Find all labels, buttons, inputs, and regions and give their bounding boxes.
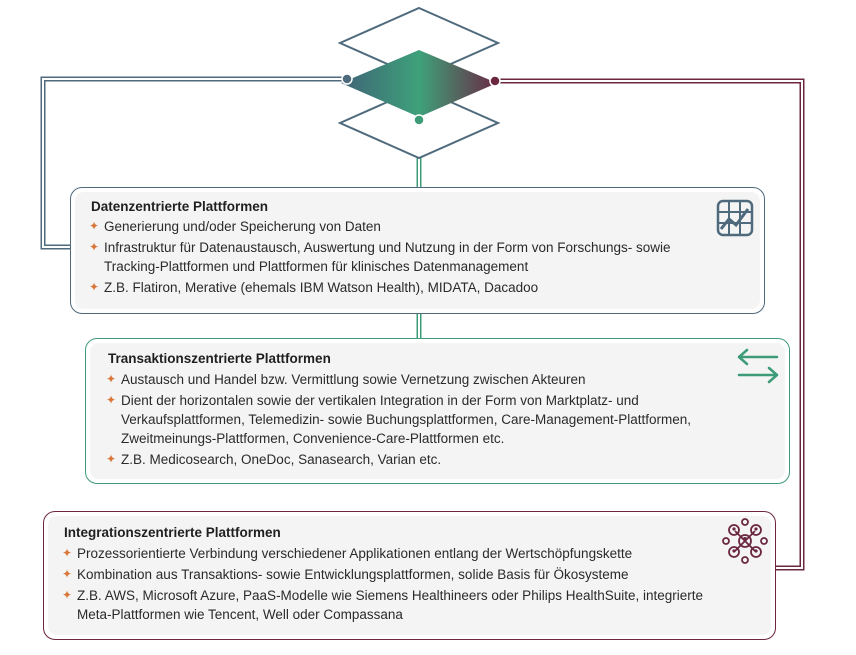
list-item: ✦Dient der horizontalen sowie der vertik… (106, 393, 692, 446)
integration-platform-bullets: ✦Prozessorientierte Verbindung verschied… (62, 544, 722, 626)
list-item: ✦Austausch und Handel bzw. Vermittlung s… (106, 372, 586, 387)
list-item: ✦Prozessorientierte Verbindung verschied… (62, 546, 633, 561)
bullet-icon: ✦ (89, 240, 100, 254)
data-platform-title: Datenzentrierte Plattformen (91, 199, 269, 214)
stacked-layers-logo (337, 6, 501, 160)
data-chart-icon (716, 199, 754, 237)
list-item: ✦Z.B. Medicosearch, OneDoc, Sanasearch, … (106, 452, 442, 467)
data-platform-box: Datenzentrierte Plattformen ✦Generierung… (70, 187, 765, 314)
bullet-icon: ✦ (62, 546, 73, 560)
middle-layer (341, 50, 497, 117)
left-node (341, 73, 353, 85)
list-item: ✦Kombination aus Transaktions- sowie Ent… (62, 567, 629, 582)
network-people-icon (722, 518, 768, 564)
bullet-icon: ✦ (89, 219, 100, 233)
transaction-platform-box: Transaktionszentrierte Plattformen ✦Aust… (85, 338, 790, 484)
bullet-icon: ✦ (106, 372, 117, 386)
transaction-platform-bullets: ✦Austausch und Handel bzw. Vermittlung s… (106, 370, 746, 471)
bullet-icon: ✦ (89, 280, 100, 294)
list-item: ✦Z.B. Flatiron, Merative (ehemals IBM Wa… (89, 280, 539, 295)
right-node (489, 75, 501, 87)
bullet-icon: ✦ (106, 393, 117, 407)
integration-platform-title: Integrationszentrierte Plattformen (64, 525, 281, 540)
bullet-icon: ✦ (106, 452, 117, 466)
exchange-arrows-icon (737, 348, 779, 384)
transaction-platform-title: Transaktionszentrierte Plattformen (108, 351, 331, 366)
integration-connector (495, 78, 805, 571)
integration-platform-box: Integrationszentrierte Plattformen ✦Proz… (43, 511, 776, 640)
list-item: ✦Generierung und/oder Speicherung von Da… (89, 219, 381, 234)
center-node (413, 114, 425, 126)
data-platform-bullets: ✦Generierung und/oder Speicherung von Da… (89, 217, 709, 299)
list-item: ✦Z.B. AWS, Microsoft Azure, PaaS-Modelle… (62, 588, 704, 622)
list-item: ✦Infrastruktur für Datenaustausch, Auswe… (89, 240, 671, 274)
bullet-icon: ✦ (62, 588, 73, 602)
bullet-icon: ✦ (62, 567, 73, 581)
